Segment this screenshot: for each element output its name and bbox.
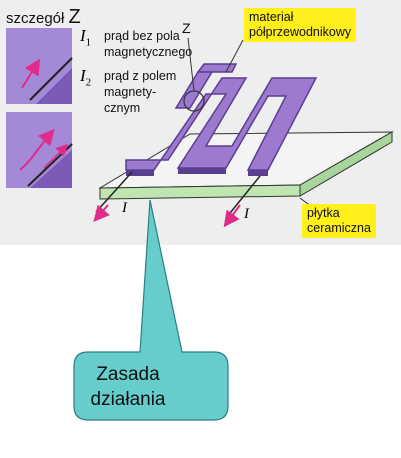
plate-callout-line1: płytka [307, 206, 340, 220]
speech-bubble [73, 199, 229, 421]
right-current-label: I [244, 206, 249, 222]
i1-symbol: I1 [80, 26, 91, 48]
left-current-label: I [122, 200, 127, 216]
detail-title-text: szczegół [6, 10, 65, 27]
i2-description-line2: magnety- [104, 85, 157, 99]
detail-panel-i2 [6, 112, 73, 188]
i2-symbol-sub: 2 [85, 76, 92, 89]
material-leader-line [225, 39, 244, 73]
material-callout: materiał półprzewodnikowy [244, 8, 357, 42]
i2-description-line1: prąd z polem [104, 69, 177, 83]
i1-description-line1: prąd bez pola [104, 29, 180, 43]
i2-description-line3: cznym [104, 101, 141, 115]
bubble-text-line2: działania [90, 389, 166, 410]
i2-description: prąd z polem magnety- cznym [104, 68, 176, 116]
bubble-text-line1: Zasada [96, 364, 160, 385]
i2-symbol-letter: I [80, 66, 86, 85]
i1-description: prąd bez pola magnetycznego [104, 28, 192, 60]
marker-z-label: Z [182, 20, 191, 36]
detail-panel-i1 [6, 28, 73, 104]
right-current-arrow [223, 204, 241, 228]
i2-symbol: I2 [80, 66, 91, 88]
plate-callout-line2: ceramiczna [307, 221, 371, 235]
bubble-text: Zasada działania [76, 362, 180, 412]
detail-title-letter: Z [68, 6, 81, 28]
i1-description-line2: magnetycznego [104, 45, 193, 59]
i1-symbol-sub: 1 [85, 36, 92, 49]
i1-symbol-letter: I [80, 26, 86, 45]
detail-z-leader-line [187, 37, 195, 92]
left-current-arrow [93, 204, 110, 223]
detail-title: szczegół Z [6, 6, 81, 29]
material-callout-line2: półprzewodnikowy [249, 25, 352, 39]
plate-callout: płytka ceramiczna [302, 204, 376, 238]
material-callout-line1: materiał [249, 10, 294, 24]
